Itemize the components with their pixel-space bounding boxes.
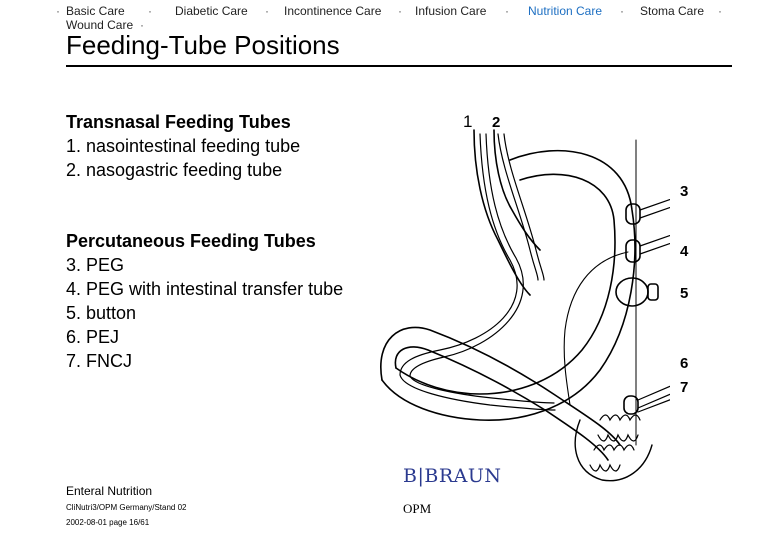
stomach-wall bbox=[381, 149, 636, 422]
intestine-wall bbox=[380, 326, 621, 446]
nav-separator: · bbox=[620, 4, 624, 18]
diagram-label-5: 5 bbox=[680, 285, 689, 302]
footer-code: CliNutri3/OPM Germany/Stand 02 bbox=[66, 503, 187, 512]
percutaneous-section: Percutaneous Feeding Tubes 3. PEG 4. PEG… bbox=[66, 229, 343, 373]
small-bowel bbox=[593, 444, 635, 452]
nasointestinal-tube bbox=[409, 133, 555, 404]
peg-tube bbox=[639, 198, 670, 219]
peg-transfer-tube bbox=[639, 234, 670, 255]
logo-subtext: OPM bbox=[403, 501, 432, 516]
list-item: 3. PEG bbox=[66, 255, 125, 275]
small-bowel bbox=[599, 414, 641, 422]
nasogastric-tube bbox=[497, 133, 539, 281]
pej-tube bbox=[637, 385, 670, 409]
nav-separator: · bbox=[148, 4, 152, 18]
esophagus-wall bbox=[473, 129, 531, 296]
transnasal-heading: Transnasal Feeding Tubes bbox=[66, 112, 291, 132]
intestinal-transfer-tube bbox=[563, 251, 629, 406]
pej-bumper bbox=[623, 395, 639, 415]
diagram-label-4: 4 bbox=[680, 243, 689, 260]
nav-item-stoma-care[interactable]: Stoma Care bbox=[640, 4, 705, 18]
esophagus-wall bbox=[493, 129, 541, 251]
list-item: 1. nasointestinal feeding tube bbox=[66, 136, 301, 156]
diagram-label-7: 7 bbox=[680, 379, 689, 396]
button-cap bbox=[647, 283, 659, 301]
intestine-wall bbox=[394, 346, 609, 461]
nav-separator: · bbox=[505, 4, 509, 18]
bbraun-logo: B|BRAUN bbox=[403, 465, 502, 487]
footer-date-page: 2002-08-01 page 16/61 bbox=[66, 518, 150, 527]
top-navigation: · Basic Care · Diabetic Care · Incontine… bbox=[0, 4, 780, 34]
peg-bumper bbox=[625, 203, 641, 225]
fncj-tube bbox=[637, 399, 670, 413]
nav-separator: · bbox=[398, 4, 402, 18]
diagram-label-1: 1 bbox=[463, 112, 473, 131]
bowel-outline bbox=[574, 419, 653, 482]
nav-separator: · bbox=[140, 18, 144, 32]
nasointestinal-tube bbox=[399, 133, 556, 411]
nav-item-nutrition-care[interactable]: Nutrition Care bbox=[528, 4, 603, 18]
nav-separator: · bbox=[265, 4, 269, 18]
feeding-tube-diagram bbox=[380, 129, 670, 482]
footer-section-label: Enteral Nutrition bbox=[66, 484, 153, 498]
peg-transfer-bumper bbox=[625, 239, 641, 263]
nav-item-incontinence-care[interactable]: Incontinence Care bbox=[284, 4, 382, 18]
list-item: 2. nasogastric feeding tube bbox=[66, 160, 283, 180]
small-bowel bbox=[597, 433, 639, 442]
nav-item-infusion-care[interactable]: Infusion Care bbox=[415, 4, 487, 18]
nav-item-diabetic-care[interactable]: Diabetic Care bbox=[175, 4, 248, 18]
diagram-label-6: 6 bbox=[680, 355, 689, 372]
page-title: Feeding-Tube Positions bbox=[66, 30, 340, 60]
list-item: 4. PEG with intestinal transfer tube bbox=[66, 279, 344, 299]
diagram-label-2: 2 bbox=[492, 114, 501, 131]
nasogastric-tube bbox=[503, 133, 545, 281]
nav-item-wound-care[interactable]: Wound Care bbox=[66, 18, 134, 32]
list-item: 6. PEJ bbox=[66, 327, 120, 347]
title-divider bbox=[66, 65, 732, 67]
small-bowel bbox=[589, 463, 621, 472]
nav-separator: · bbox=[718, 4, 722, 18]
nav-separator: · bbox=[56, 4, 60, 18]
list-item: 7. FNCJ bbox=[66, 351, 133, 371]
nav-item-basic-care[interactable]: Basic Care bbox=[66, 4, 125, 18]
list-item: 5. button bbox=[66, 303, 137, 323]
percutaneous-heading: Percutaneous Feeding Tubes bbox=[66, 231, 316, 251]
diagram-label-3: 3 bbox=[680, 183, 689, 200]
transnasal-section: Transnasal Feeding Tubes 1. nasointestin… bbox=[66, 110, 300, 182]
stomach-wall bbox=[395, 173, 616, 395]
